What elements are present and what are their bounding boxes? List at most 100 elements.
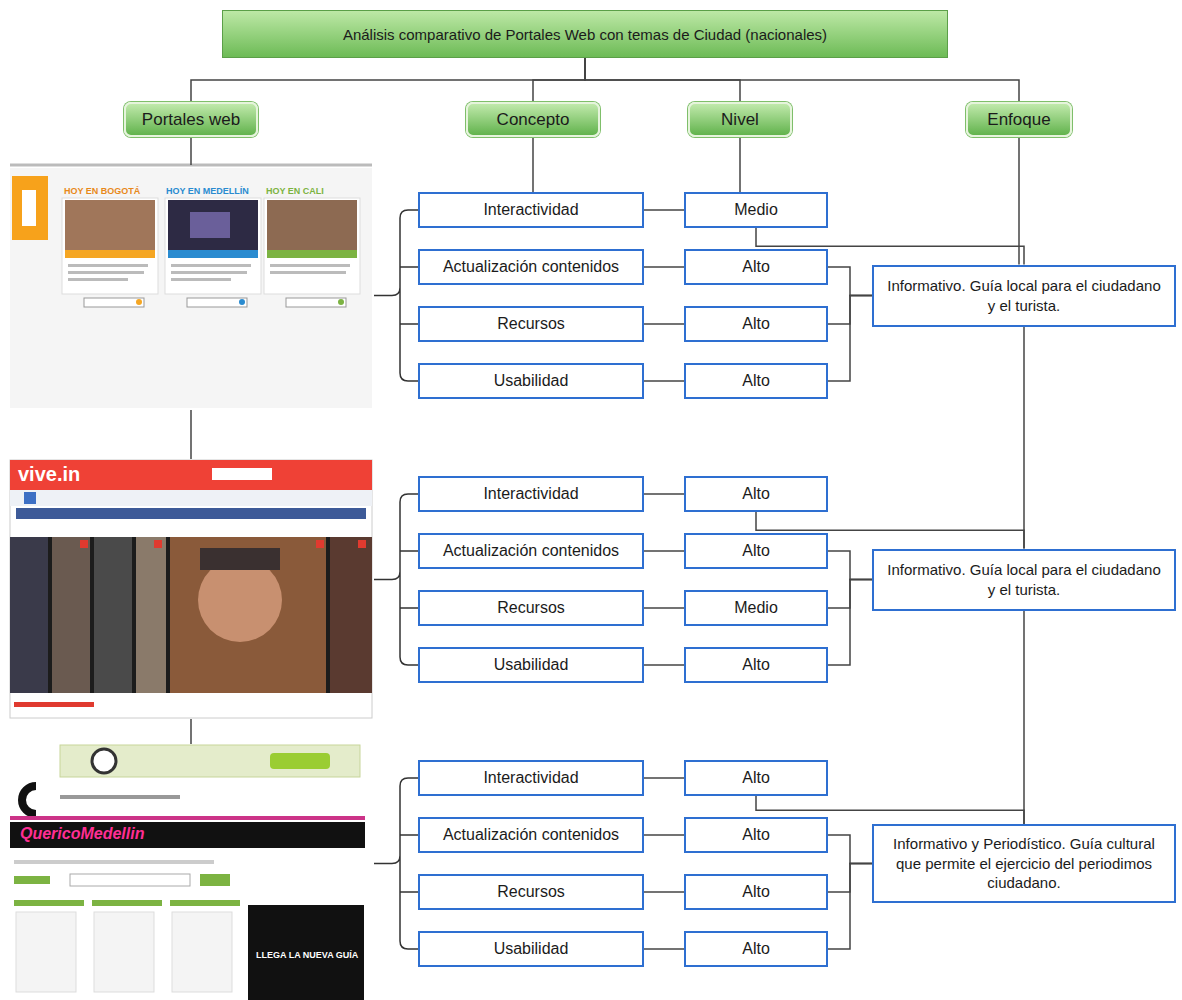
level-box: Alto bbox=[684, 931, 828, 967]
node-text: Usabilidad bbox=[494, 372, 569, 390]
level-box: Alto bbox=[684, 306, 828, 342]
connector bbox=[533, 58, 585, 102]
node-text: Interactividad bbox=[483, 201, 578, 219]
level-box: Alto bbox=[684, 249, 828, 285]
connector bbox=[644, 948, 684, 950]
node-text: Usabilidad bbox=[494, 656, 569, 674]
connector bbox=[739, 137, 741, 192]
node-text: Alto bbox=[742, 940, 770, 958]
concept-box: Actualización contenidos bbox=[418, 533, 644, 569]
level-box: Alto bbox=[684, 817, 828, 853]
node-text: Alto bbox=[742, 656, 770, 674]
connector bbox=[644, 891, 684, 893]
connector bbox=[644, 834, 684, 836]
node-text: Alto bbox=[742, 826, 770, 844]
screenshot-text: HOY EN CALI bbox=[266, 186, 324, 196]
concept-box: Interactividad bbox=[418, 192, 644, 228]
connector bbox=[644, 323, 684, 325]
header-box: Enfoque bbox=[966, 102, 1072, 137]
node-text: Concepto bbox=[497, 110, 570, 130]
node-text: Actualización contenidos bbox=[443, 826, 619, 844]
header-box: Portales web bbox=[124, 102, 258, 137]
node-text: Alto bbox=[742, 485, 770, 503]
connector bbox=[828, 580, 872, 666]
connector-line bbox=[190, 137, 192, 744]
node-text: Interactividad bbox=[483, 485, 578, 503]
concept-box: Usabilidad bbox=[418, 363, 644, 399]
node-text: Nivel bbox=[721, 110, 759, 130]
title-box: Análisis comparativo de Portales Web con… bbox=[222, 10, 948, 58]
connector bbox=[1023, 327, 1025, 549]
connector bbox=[644, 266, 684, 268]
connector bbox=[644, 209, 684, 211]
connector bbox=[644, 380, 684, 382]
level-box: Alto bbox=[684, 363, 828, 399]
node-text: Alto bbox=[742, 883, 770, 901]
node-text: Actualización contenidos bbox=[443, 258, 619, 276]
connector bbox=[585, 58, 1019, 102]
concept-box: Usabilidad bbox=[418, 931, 644, 967]
node-text: Análisis comparativo de Portales Web con… bbox=[343, 26, 827, 43]
node-text: Informativo y Periodístico. Guía cultura… bbox=[882, 834, 1166, 893]
screenshot-1 bbox=[10, 165, 372, 408]
header-box: Nivel bbox=[688, 102, 792, 137]
concept-box: Recursos bbox=[418, 874, 644, 910]
focus-box: Informativo y Periodístico. Guía cultura… bbox=[872, 824, 1176, 903]
connector bbox=[1018, 137, 1020, 265]
concept-box: Recursos bbox=[418, 590, 644, 626]
connector bbox=[644, 493, 684, 495]
screenshot-text: HOY EN BOGOTÁ bbox=[64, 186, 140, 196]
node-text: Medio bbox=[734, 599, 778, 617]
level-box: Alto bbox=[684, 874, 828, 910]
connector bbox=[828, 835, 872, 864]
node-text: Informativo. Guía local para el ciudadan… bbox=[882, 560, 1166, 599]
level-box: Alto bbox=[684, 533, 828, 569]
node-text: Alto bbox=[742, 258, 770, 276]
node-text: Alto bbox=[742, 372, 770, 390]
connector bbox=[828, 551, 872, 580]
node-text: Actualización contenidos bbox=[443, 542, 619, 560]
concept-box: Usabilidad bbox=[418, 647, 644, 683]
node-text: Alto bbox=[742, 542, 770, 560]
screenshot-text: HOY EN MEDELLÍN bbox=[166, 186, 249, 196]
screenshot-2 bbox=[10, 460, 372, 718]
connector bbox=[191, 58, 585, 102]
focus-box: Informativo. Guía local para el ciudadan… bbox=[872, 265, 1176, 327]
node-text: Recursos bbox=[497, 315, 565, 333]
connector bbox=[644, 607, 684, 609]
screenshot-text: LLEGA LA NUEVA GUÍA bbox=[256, 950, 358, 960]
node-text: Informativo. Guía local para el ciudadan… bbox=[882, 276, 1166, 315]
concept-box: Interactividad bbox=[418, 760, 644, 796]
node-text: Portales web bbox=[142, 110, 240, 130]
concept-box: Actualización contenidos bbox=[418, 817, 644, 853]
logo-text: vive.in bbox=[18, 463, 80, 486]
node-text: Interactividad bbox=[483, 769, 578, 787]
connector bbox=[1023, 611, 1025, 825]
level-box: Alto bbox=[684, 476, 828, 512]
connector bbox=[644, 777, 684, 779]
bracket bbox=[374, 210, 418, 949]
node-text: Recursos bbox=[497, 599, 565, 617]
node-text: Enfoque bbox=[987, 110, 1050, 130]
connector bbox=[828, 296, 872, 382]
connector bbox=[532, 137, 534, 192]
connector bbox=[828, 267, 872, 296]
level-box: Alto bbox=[684, 647, 828, 683]
connector bbox=[644, 550, 684, 552]
node-text: Usabilidad bbox=[494, 940, 569, 958]
node-text: Alto bbox=[742, 315, 770, 333]
concept-box: Interactividad bbox=[418, 476, 644, 512]
node-text: Recursos bbox=[497, 883, 565, 901]
screenshot-3 bbox=[10, 745, 372, 1000]
concept-box: Actualización contenidos bbox=[418, 249, 644, 285]
concept-box: Recursos bbox=[418, 306, 644, 342]
node-text: Alto bbox=[742, 769, 770, 787]
connector bbox=[644, 664, 684, 666]
logo-text: QuericoMedellin bbox=[20, 825, 144, 843]
level-box: Medio bbox=[684, 590, 828, 626]
connector bbox=[828, 864, 872, 950]
header-box: Concepto bbox=[466, 102, 600, 137]
focus-box: Informativo. Guía local para el ciudadan… bbox=[872, 549, 1176, 611]
level-box: Medio bbox=[684, 192, 828, 228]
node-text: Medio bbox=[734, 201, 778, 219]
